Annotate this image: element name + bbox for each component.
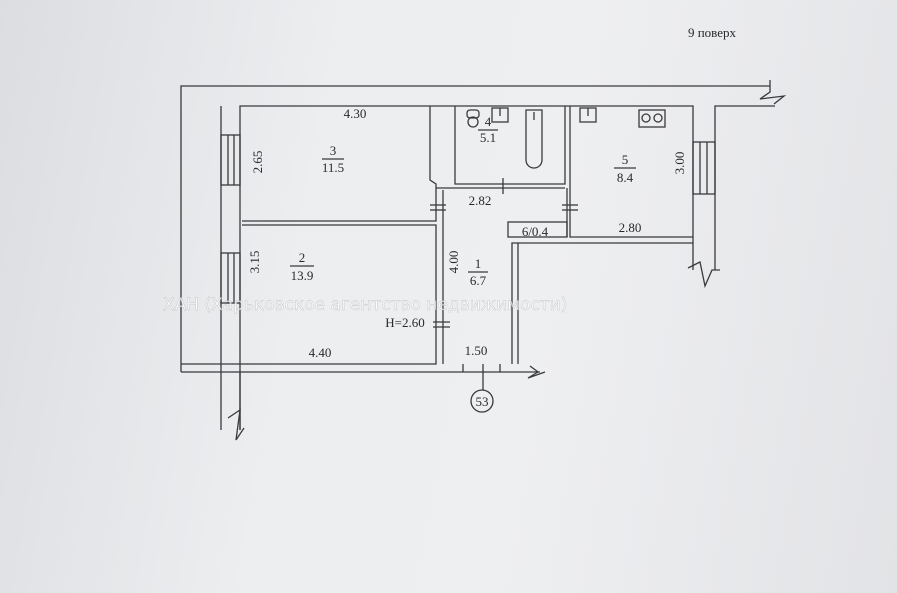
toilet-icon [466,109,480,128]
apartment-number: 53 [476,394,489,409]
fixtures [466,107,666,169]
stove-icon [638,109,666,128]
closet-label: 6/0.4 [522,224,549,239]
dim-room3-depth: 2.65 [250,151,265,174]
dim-corridor-width: 2.82 [469,193,492,208]
kitchen-sink-icon [579,107,597,123]
bathtub-icon [525,109,543,169]
room-5-number: 5 [622,152,629,167]
floor-label: 9 поверх [688,25,737,40]
ceiling-height: H=2.60 [385,315,424,330]
room-2-number: 2 [299,250,306,265]
window-kitchen [692,141,716,195]
room-2-area: 13.9 [291,268,314,283]
room-5-area: 8.4 [617,170,634,185]
dim-corridor-length: 4.00 [446,251,461,274]
sink-icon [491,107,509,123]
watermark: ХАН (Харьковское агентство недвижимости) [163,295,567,315]
dim-room2-width: 4.40 [309,345,332,360]
dim-kitchen-width: 2.80 [619,220,642,235]
dim-corridor-bottom: 1.50 [465,343,488,358]
room-4-number: 4 [485,114,492,129]
dim-room2-depth: 3.15 [247,251,262,274]
room-1-area: 6.7 [470,273,487,288]
room-3-area: 11.5 [322,160,344,175]
dim-room3-width: 4.30 [344,106,367,121]
apartment-number-circle [470,389,494,413]
room-4-area: 5.1 [480,130,496,145]
window-room3 [220,134,241,186]
room-1-number: 1 [475,256,482,271]
window-room2 [220,252,241,304]
room-3-number: 3 [330,143,337,158]
walls [180,80,787,441]
dim-kitchen-depth: 3.00 [672,152,687,175]
